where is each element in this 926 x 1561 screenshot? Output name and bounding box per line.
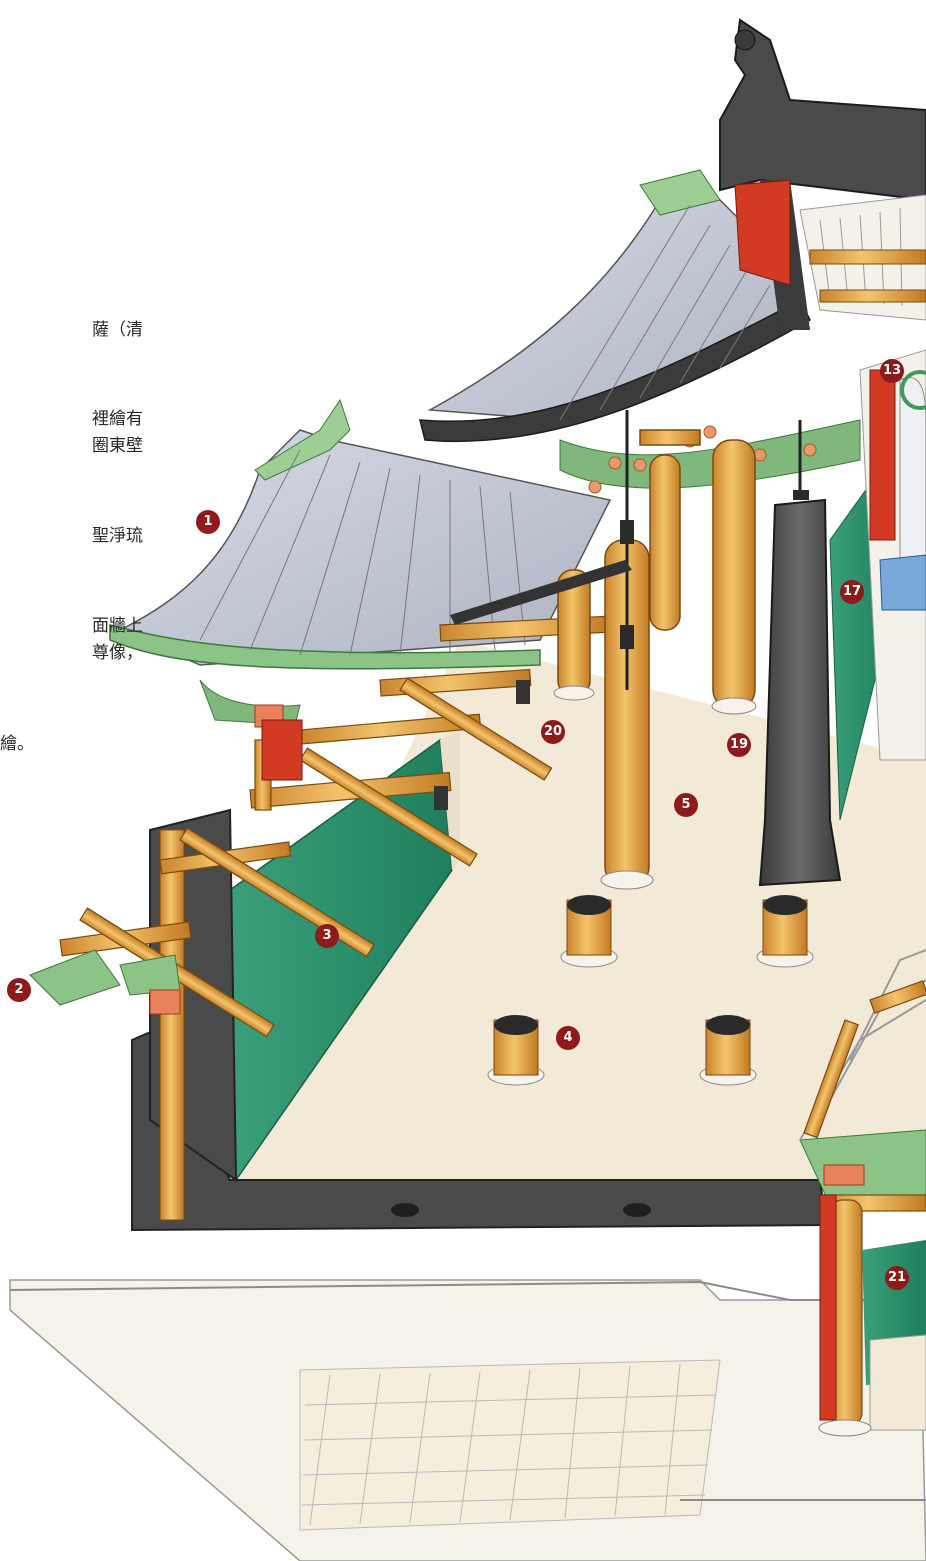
lower-right-pavilion [799, 949, 926, 1437]
caption-fragment-5: 面牆上 [92, 616, 143, 636]
caption-fragment-2: 裡繪有 [92, 409, 143, 429]
marker-13: 13 [880, 359, 904, 383]
marker-17: 17 [840, 580, 864, 604]
marker-20: 20 [541, 720, 565, 744]
marker-5: 5 [674, 793, 698, 817]
marker-2: 2 [7, 978, 31, 1002]
front-columns [557, 429, 756, 886]
marker-3: 3 [315, 924, 339, 948]
statue-niche [859, 349, 926, 761]
marker-4: 4 [556, 1026, 580, 1050]
upper-roof [419, 169, 861, 494]
caption-fragment-3: 圈東壁 [92, 436, 143, 456]
caption-fragment-7: 繪。 [0, 734, 34, 754]
caption-fragment-6: 尊像， [92, 643, 143, 663]
red-panel-left [261, 719, 303, 781]
marker-19: 19 [727, 733, 751, 757]
caption-fragment-1: 薩（清 [92, 320, 143, 340]
top-ridge [719, 18, 926, 330]
caption-fragment-4: 聖淨琉 [92, 526, 143, 546]
diagonal-strut [450, 560, 632, 625]
dark-stele [758, 498, 842, 887]
green-side-wall [149, 730, 460, 1221]
bracket-green-left [29, 704, 284, 1015]
timber-beam-ends [434, 680, 530, 810]
marker-21: 21 [885, 1266, 909, 1290]
column-bases [487, 685, 814, 1086]
marker-1: 1 [196, 510, 220, 534]
